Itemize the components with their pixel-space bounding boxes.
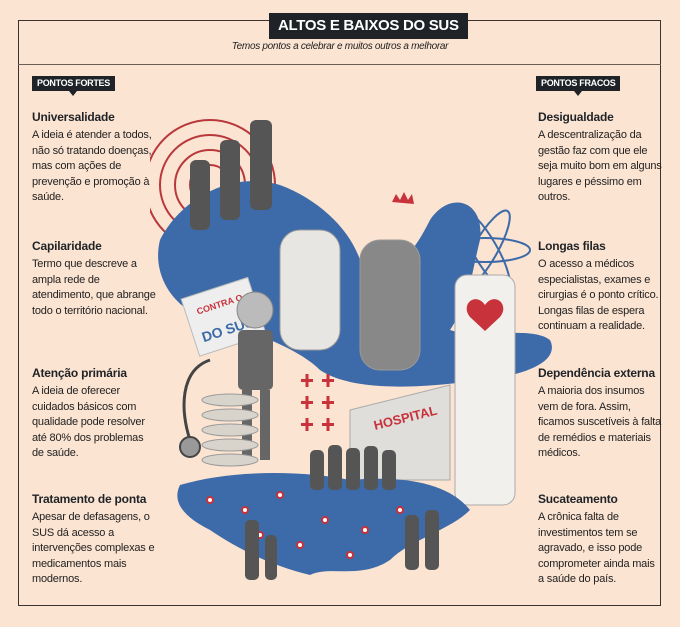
header-divider [18, 64, 661, 65]
stethoscope-icon [179, 436, 201, 458]
item-title: Capilaridade [32, 239, 102, 253]
item-title: Tratamento de ponta [32, 492, 147, 506]
weakness-item: Longas filas O acesso a médicos especiali… [538, 239, 663, 335]
item-text: A ideia de oferecer cuidados básicos com… [32, 385, 145, 459]
doctors [279, 229, 421, 371]
weakness-item: Dependência externa A maioria dos insumos… [538, 366, 663, 462]
strengths-tag: PONTOS FORTES [32, 76, 115, 96]
page-title: ALTOS E BAIXOS DO SUS [269, 13, 468, 39]
item-title: Longas filas [538, 239, 606, 253]
item-title: Atenção primária [32, 366, 127, 380]
collage-illustration: CONTRA O DO SUS HOSPITAL [150, 119, 552, 580]
item-text: A descentralização da gestão faz com que… [538, 129, 662, 203]
crowd [245, 445, 439, 580]
item-title: Dependência externa [538, 366, 655, 380]
crown-icon [392, 192, 414, 204]
coin-stack [201, 393, 259, 467]
item-title: Sucateamento [538, 492, 618, 506]
item-text: O acesso a médicos especialistas, exames… [538, 258, 659, 332]
weakness-item: Desigualdade A descentralização da gestão… [538, 110, 663, 206]
doctor-atom [439, 209, 531, 506]
page-subtitle: Temos pontos a celebrar e muitos outros … [231, 41, 449, 52]
item-text: Apesar de defasagens, o SUS dá acesso a … [32, 511, 155, 585]
item-text: A ideia é atender a todos, não só tratan… [32, 129, 152, 203]
heart-icon [466, 299, 504, 331]
item-text: A crônica falta de investimentos tem se … [538, 511, 655, 585]
item-text: A maioria dos insumos vem de fora. Assim… [538, 385, 661, 459]
item-title: Universalidade [32, 110, 115, 124]
blue-glove [158, 181, 552, 387]
strength-item: Atenção primária A ideia de oferecer cuid… [32, 366, 157, 462]
stethoscope [182, 358, 211, 441]
item-title: Desigualdade [538, 110, 614, 124]
people-sitting [190, 120, 272, 230]
weaknesses-tag: PONTOS FRACOS [536, 76, 621, 96]
strength-item: Universalidade A ideia é atender a todos,… [32, 110, 157, 206]
weakness-item: Sucateamento A crônica falta de investime… [538, 492, 663, 588]
red-crosses [301, 374, 334, 431]
item-text: Termo que descreve a ampla rede de atend… [32, 258, 156, 317]
